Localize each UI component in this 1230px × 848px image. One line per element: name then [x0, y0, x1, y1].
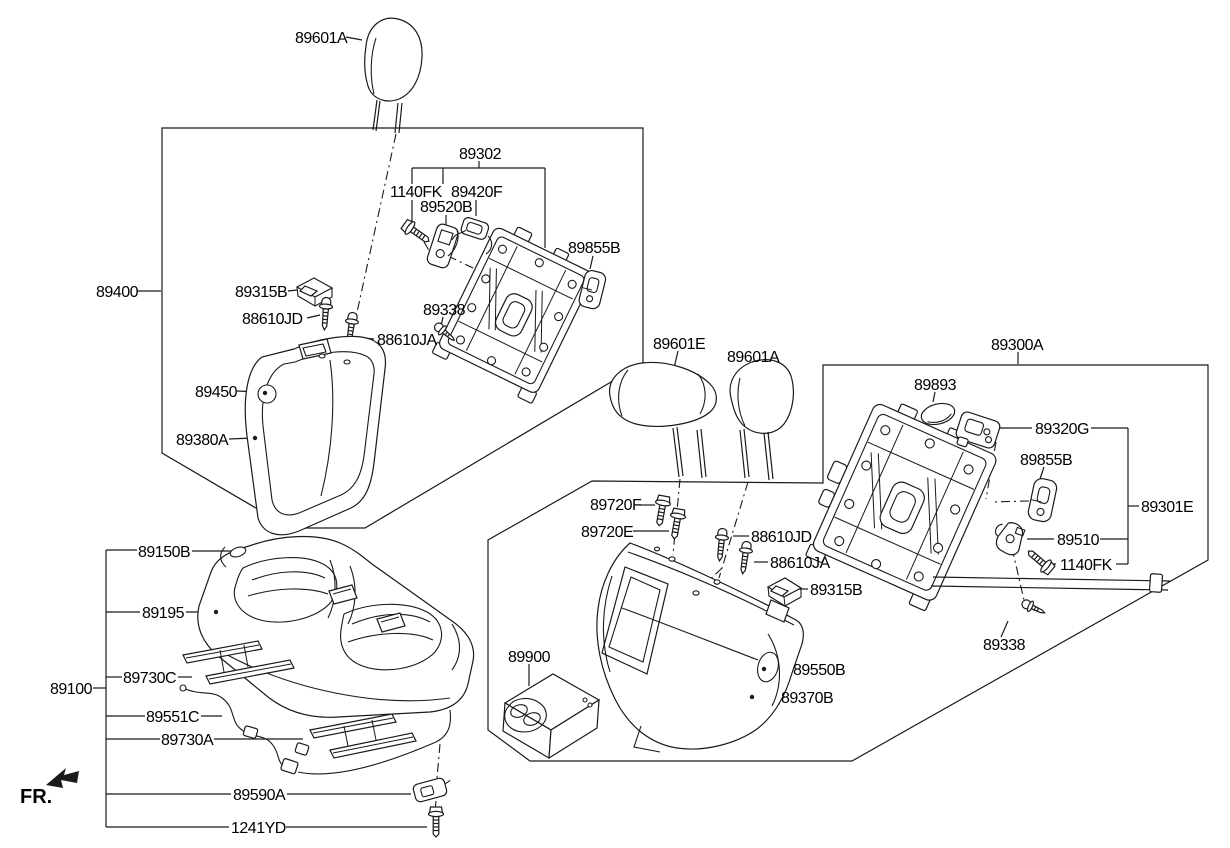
callout-89380a: 89380A	[176, 432, 229, 449]
headrest-lh-drawing	[364, 17, 423, 134]
cable-89420f	[451, 217, 493, 255]
callout-88610ja-rh: 88610JA	[770, 555, 830, 572]
heater-pad-89730c-drawing	[182, 640, 295, 685]
callout-89730c: 89730C	[123, 670, 176, 687]
callout-1241yd: 1241YD	[231, 820, 286, 837]
callout-target-dots	[213, 353, 767, 700]
callout-89601a-headrest-lh: 89601A	[295, 30, 348, 47]
wiring-harness-89551c-drawing	[179, 684, 452, 775]
seatback-frame-rh-drawing	[805, 403, 997, 612]
clip-89315b-rh	[766, 577, 803, 607]
seatback-rh-group-box	[487, 364, 1209, 762]
seatback-pad-lh-drawing	[244, 335, 387, 536]
frame-lower-crossbar	[930, 573, 1171, 593]
callout-88610ja-lh: 88610JA	[377, 332, 437, 349]
callout-89301e: 89301E	[1141, 499, 1193, 516]
headrest-89601a-rh-drawing	[729, 359, 794, 481]
callout-89370b: 89370B	[781, 690, 833, 707]
armrest-89900-drawing	[502, 673, 601, 760]
callout-89730a: 89730A	[161, 732, 214, 749]
callout-89300a: 89300A	[991, 337, 1044, 354]
fr-direction-arrow	[46, 768, 79, 788]
callout-89420f: 89420F	[451, 184, 503, 201]
clip-89855b-lh	[578, 270, 607, 310]
callout-88610jd-lh: 88610JD	[242, 311, 303, 328]
guide-89320g-drawing	[955, 411, 1001, 449]
fr-direction-label: FR.	[20, 786, 52, 808]
callout-89302: 89302	[459, 146, 502, 163]
callout-89550b: 89550B	[793, 662, 845, 679]
callout-89720e: 89720E	[581, 524, 633, 541]
callout-88610jd-rh: 88610JD	[751, 529, 812, 546]
group-box-outlines	[161, 127, 1209, 762]
callout-89855b-lh: 89855B	[568, 240, 620, 257]
callout-89551c: 89551C	[146, 709, 199, 726]
callout-89320g: 89320G	[1035, 421, 1089, 438]
pad-89893-drawing	[920, 402, 956, 426]
callout-89601a-headrest-rh: 89601A	[727, 349, 780, 366]
callout-89720f: 89720F	[590, 497, 642, 514]
callout-1140fk-rh: 1140FK	[1060, 557, 1113, 574]
latch-89510-drawing	[995, 522, 1026, 556]
callout-89510: 89510	[1057, 532, 1100, 549]
callout-89601e: 89601E	[653, 336, 705, 353]
callout-89150b: 89150B	[138, 544, 190, 561]
clip-89855b-rh	[1027, 478, 1058, 523]
callout-89195: 89195	[142, 605, 185, 622]
callout-89338-rh: 89338	[983, 637, 1026, 654]
callout-89100: 89100	[50, 681, 93, 698]
latch-89520b	[426, 223, 459, 269]
callout-labels: 89601A 89302 1140FK 89420F 89520B 89855B…	[20, 30, 1194, 837]
callout-89855b-rh: 89855B	[1020, 452, 1072, 469]
callout-89338-lh: 89338	[423, 302, 466, 319]
callout-89520b: 89520B	[420, 199, 472, 216]
callout-89900: 89900	[508, 649, 551, 666]
callout-1140fk-lh: 1140FK	[390, 184, 443, 201]
callout-89315b-rh: 89315B	[810, 582, 862, 599]
seatback-lh-group-box	[161, 127, 644, 529]
callout-89450: 89450	[195, 384, 238, 401]
callout-89590a: 89590A	[233, 787, 286, 804]
callout-89893: 89893	[914, 377, 957, 394]
callout-89315b-lh: 89315B	[235, 284, 287, 301]
seatback-frame-lh-drawing	[432, 226, 594, 404]
heater-pad-89730a-drawing	[309, 713, 417, 759]
buckle-89590a-drawing	[412, 777, 451, 803]
headrest-89601e-drawing	[609, 361, 717, 479]
clip-89315b-lh	[295, 277, 334, 307]
callout-89400: 89400	[96, 284, 139, 301]
